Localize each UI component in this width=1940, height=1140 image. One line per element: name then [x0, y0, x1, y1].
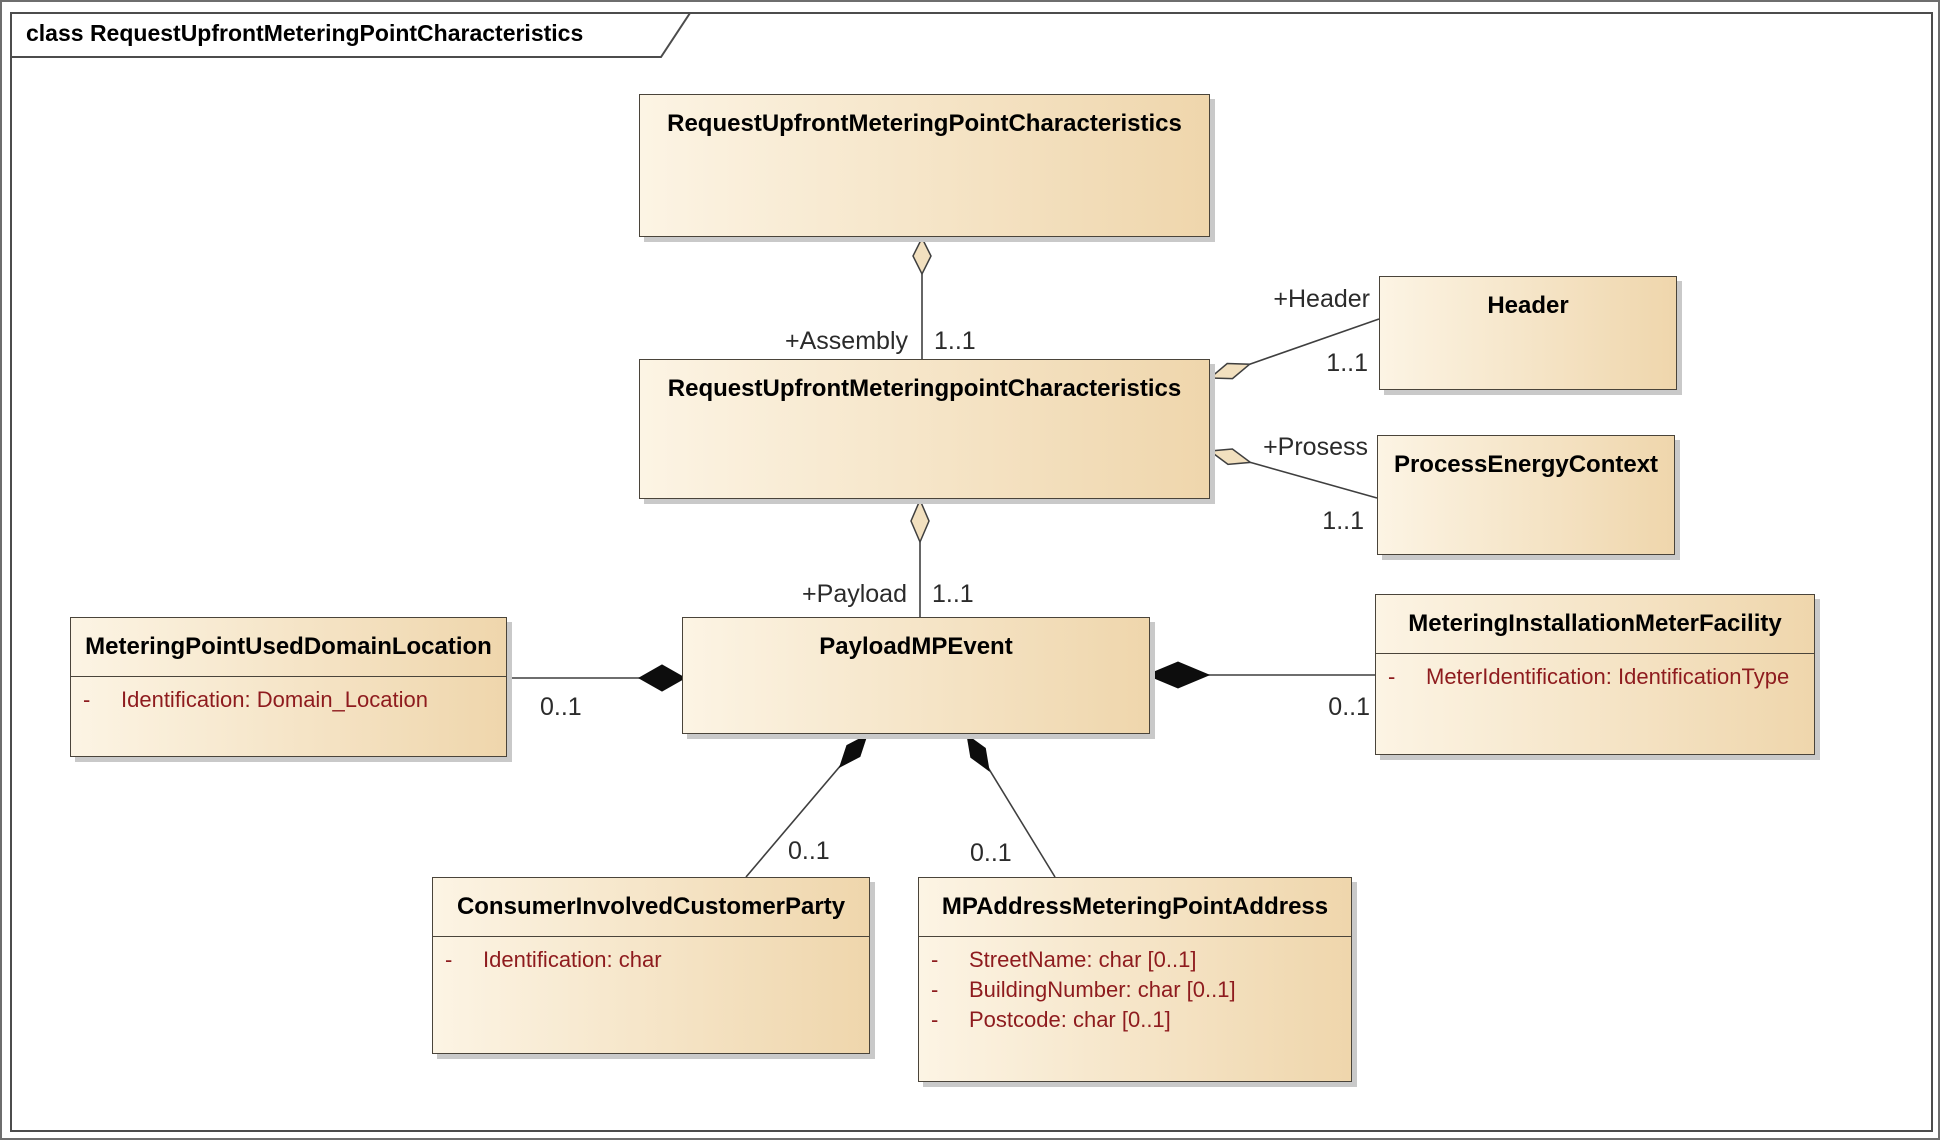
- composition-diamond-domain-location: [637, 664, 687, 692]
- attribute-visibility: -: [1388, 664, 1396, 689]
- attribute-row: - Identification: Domain_Location: [83, 685, 506, 715]
- connector-prosess: [1207, 448, 1378, 499]
- attributes-compartment: - MeterIdentification: IdentificationTyp…: [1376, 653, 1814, 754]
- aggregation-diamond-payload: [910, 498, 930, 544]
- attributes-compartment: - Identification: char: [433, 936, 869, 1053]
- attribute-visibility: -: [931, 947, 939, 972]
- role-label-prosess: +Prosess: [1263, 433, 1368, 461]
- connector-meter-facility: [1145, 661, 1375, 689]
- role-label-assembly: +Assembly: [785, 327, 908, 355]
- role-label-payload: +Payload: [802, 580, 907, 608]
- attribute-text: StreetName: char [0..1]: [969, 947, 1197, 972]
- class-process-energy-context[interactable]: ProcessEnergyContext: [1377, 435, 1675, 555]
- connector-payload: [910, 498, 930, 617]
- composition-diamond-meter-facility: [1145, 661, 1211, 689]
- diagram-frame-tab: [10, 12, 692, 58]
- class-consumer-involved-customer-party[interactable]: ConsumerInvolvedCustomerParty - Identifi…: [432, 877, 870, 1054]
- class-metering-point-used-domain-location[interactable]: MeteringPointUsedDomainLocation - Identi…: [70, 617, 507, 757]
- class-name: Header: [1487, 292, 1569, 319]
- connector-header: [1208, 318, 1380, 380]
- attribute-text: Identification: Domain_Location: [121, 687, 428, 712]
- multiplicity-label-assembly: 1..1: [934, 327, 976, 355]
- class-name: MeteringPointUsedDomainLocation: [85, 633, 492, 660]
- class-request-upfront-meteringpoint-characteristics[interactable]: RequestUpfrontMeteringpointCharacteristi…: [639, 359, 1210, 499]
- class-mp-address-metering-point-address[interactable]: MPAddressMeteringPointAddress - StreetNa…: [918, 877, 1352, 1082]
- attribute-text: Postcode: char [0..1]: [969, 1007, 1171, 1032]
- attribute-visibility: -: [83, 687, 91, 712]
- role-label-header: +Header: [1273, 285, 1370, 313]
- class-name: MPAddressMeteringPointAddress: [941, 893, 1329, 920]
- aggregation-diamond-assembly: [912, 236, 932, 276]
- attribute-row: - BuildingNumber: char [0..1]: [931, 975, 1351, 1005]
- aggregation-diamond-header: [1208, 362, 1252, 380]
- attribute-row: - MeterIdentification: IdentificationTyp…: [1388, 662, 1814, 692]
- attributes-compartment: - Identification: Domain_Location: [71, 676, 506, 756]
- diagram-frame-border: [10, 12, 1933, 1132]
- class-payload-mp-event[interactable]: PayloadMPEvent: [682, 617, 1150, 734]
- attribute-visibility: -: [445, 947, 453, 972]
- multiplicity-label-customer-party: 0..1: [788, 837, 830, 865]
- composition-diamond-customer-party: [838, 733, 868, 769]
- aggregation-diamond-prosess: [1207, 448, 1253, 466]
- attribute-row: - Identification: char: [445, 945, 869, 975]
- multiplicity-label-prosess: 1..1: [1322, 507, 1364, 535]
- connector-customer-party: [745, 733, 868, 878]
- attribute-text: BuildingNumber: char [0..1]: [969, 977, 1236, 1002]
- multiplicity-label-payload: 1..1: [932, 580, 974, 608]
- diagram-title: class RequestUpfrontMeteringPointCharact…: [26, 20, 584, 46]
- connector-mp-address: [966, 733, 1056, 878]
- class-name: ConsumerInvolvedCustomerParty: [456, 893, 846, 920]
- attribute-row: - StreetName: char [0..1]: [931, 945, 1351, 975]
- connector-assembly: [912, 236, 932, 359]
- multiplicity-label-header: 1..1: [1326, 349, 1368, 377]
- class-name: PayloadMPEvent: [819, 633, 1013, 660]
- class-header[interactable]: Header: [1379, 276, 1677, 390]
- multiplicity-label-mp-address: 0..1: [970, 839, 1012, 867]
- attribute-text: MeterIdentification: IdentificationType: [1426, 664, 1790, 689]
- class-name: RequestUpfrontMeteringpointCharacteristi…: [667, 375, 1182, 402]
- class-metering-installation-meter-facility[interactable]: MeteringInstallationMeterFacility - Mete…: [1375, 594, 1815, 755]
- class-name: MeteringInstallationMeterFacility: [1408, 610, 1782, 637]
- composition-diamond-mp-address: [966, 733, 990, 772]
- class-name: RequestUpfrontMeteringPointCharacteristi…: [667, 110, 1182, 137]
- attributes-compartment: - StreetName: char [0..1] - BuildingNumb…: [919, 936, 1351, 1081]
- class-request-upfront-metering-point-characteristics[interactable]: RequestUpfrontMeteringPointCharacteristi…: [639, 94, 1210, 237]
- attribute-text: Identification: char: [483, 947, 662, 972]
- attribute-visibility: -: [931, 1007, 939, 1032]
- class-name: ProcessEnergyContext: [1393, 451, 1659, 478]
- attribute-row: - Postcode: char [0..1]: [931, 1005, 1351, 1035]
- multiplicity-label-meter-facility: 0..1: [1328, 693, 1370, 721]
- attribute-visibility: -: [931, 977, 939, 1002]
- connector-domain-location: [507, 664, 687, 692]
- multiplicity-label-domain-location: 0..1: [540, 693, 582, 721]
